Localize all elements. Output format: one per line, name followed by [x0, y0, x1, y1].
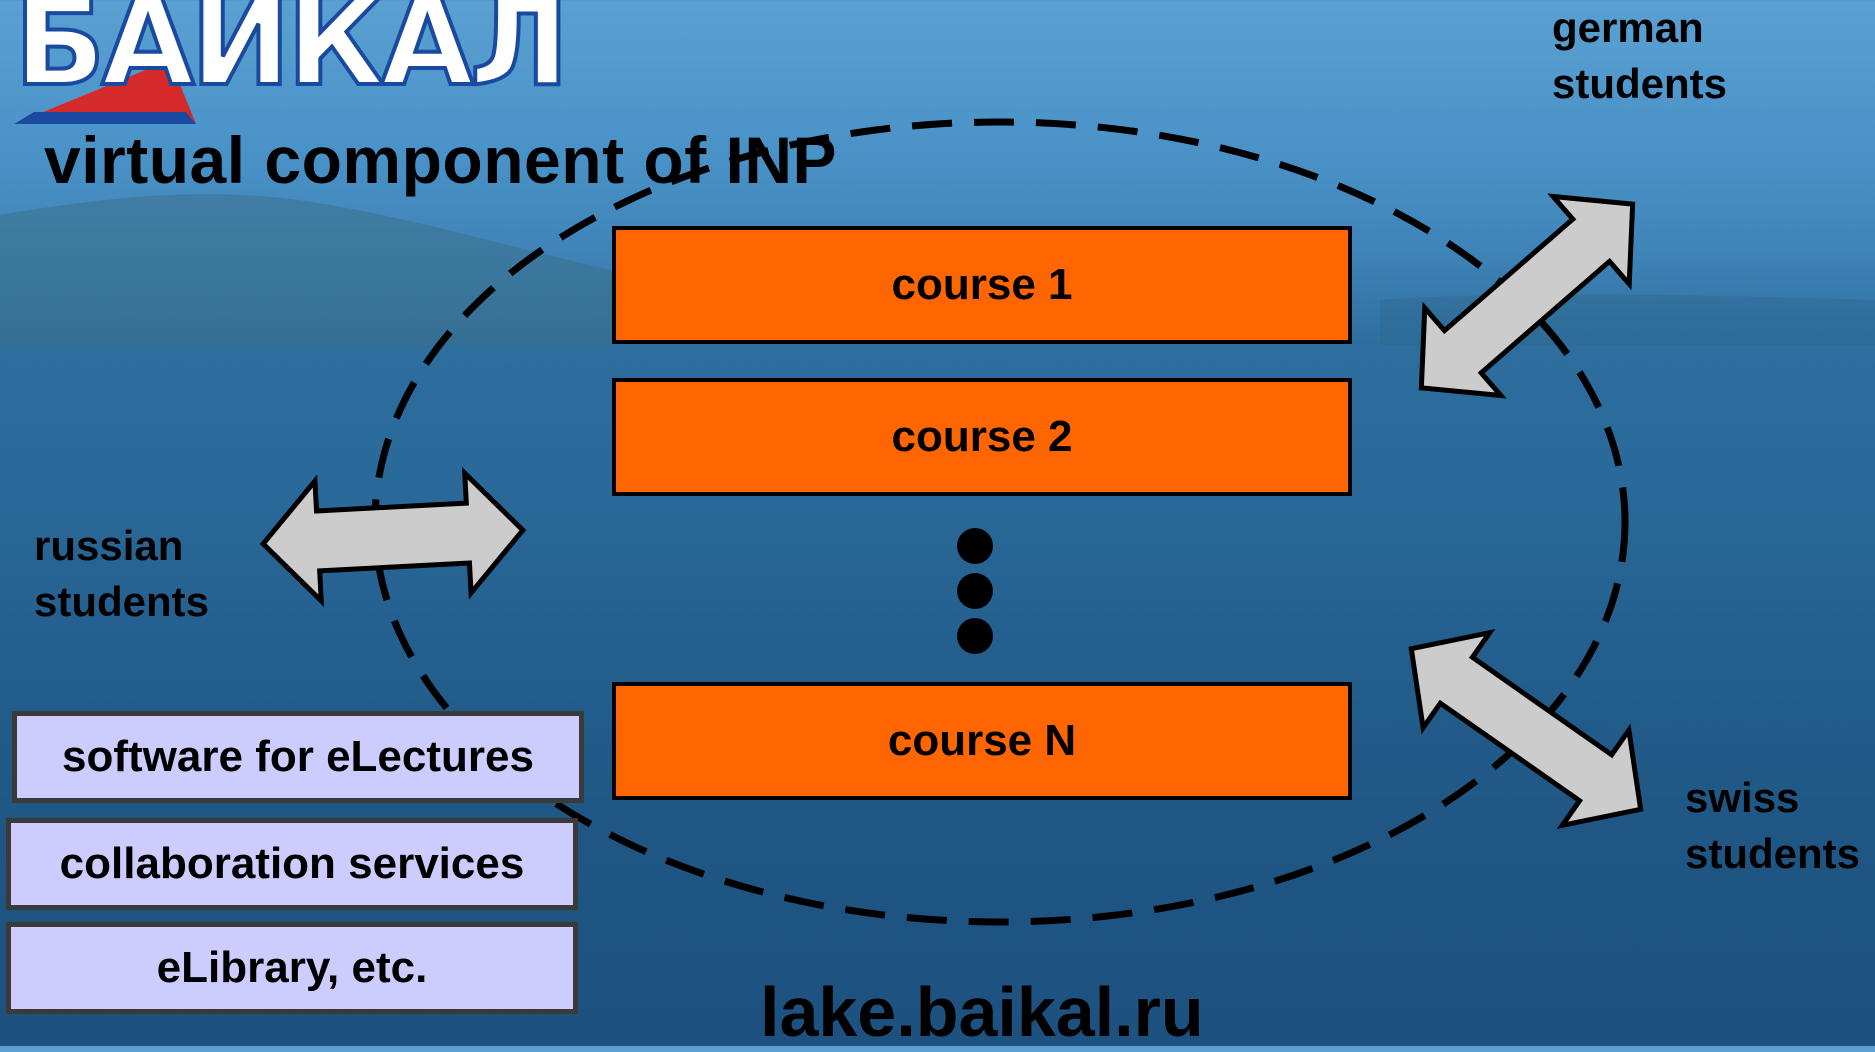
course-box-2: course 2: [612, 378, 1352, 496]
dot: [957, 618, 993, 654]
service-box-collaboration: collaboration services: [6, 818, 578, 910]
dot: [957, 528, 993, 564]
german-students-label: german students: [1552, 4, 1728, 107]
swiss-double-arrow-icon: [1408, 629, 1644, 829]
logo: БАЙКАЛ: [12, 0, 571, 115]
russian-students-label: russian students: [34, 522, 210, 625]
russian-double-arrow-icon: [259, 466, 527, 608]
service-box-software: software for eLectures: [12, 711, 584, 803]
german-double-arrow-icon: [1418, 193, 1636, 399]
course-box-n: course N: [612, 682, 1352, 800]
site-url: lake.baikal.ru: [760, 973, 1204, 1051]
course-box-1: course 1: [612, 226, 1352, 344]
swiss-students-label: swiss students: [1685, 774, 1861, 877]
service-box-elibrary: eLibrary, etc.: [6, 922, 578, 1014]
page-title: virtual component of INP: [44, 123, 838, 197]
dot: [957, 573, 993, 609]
